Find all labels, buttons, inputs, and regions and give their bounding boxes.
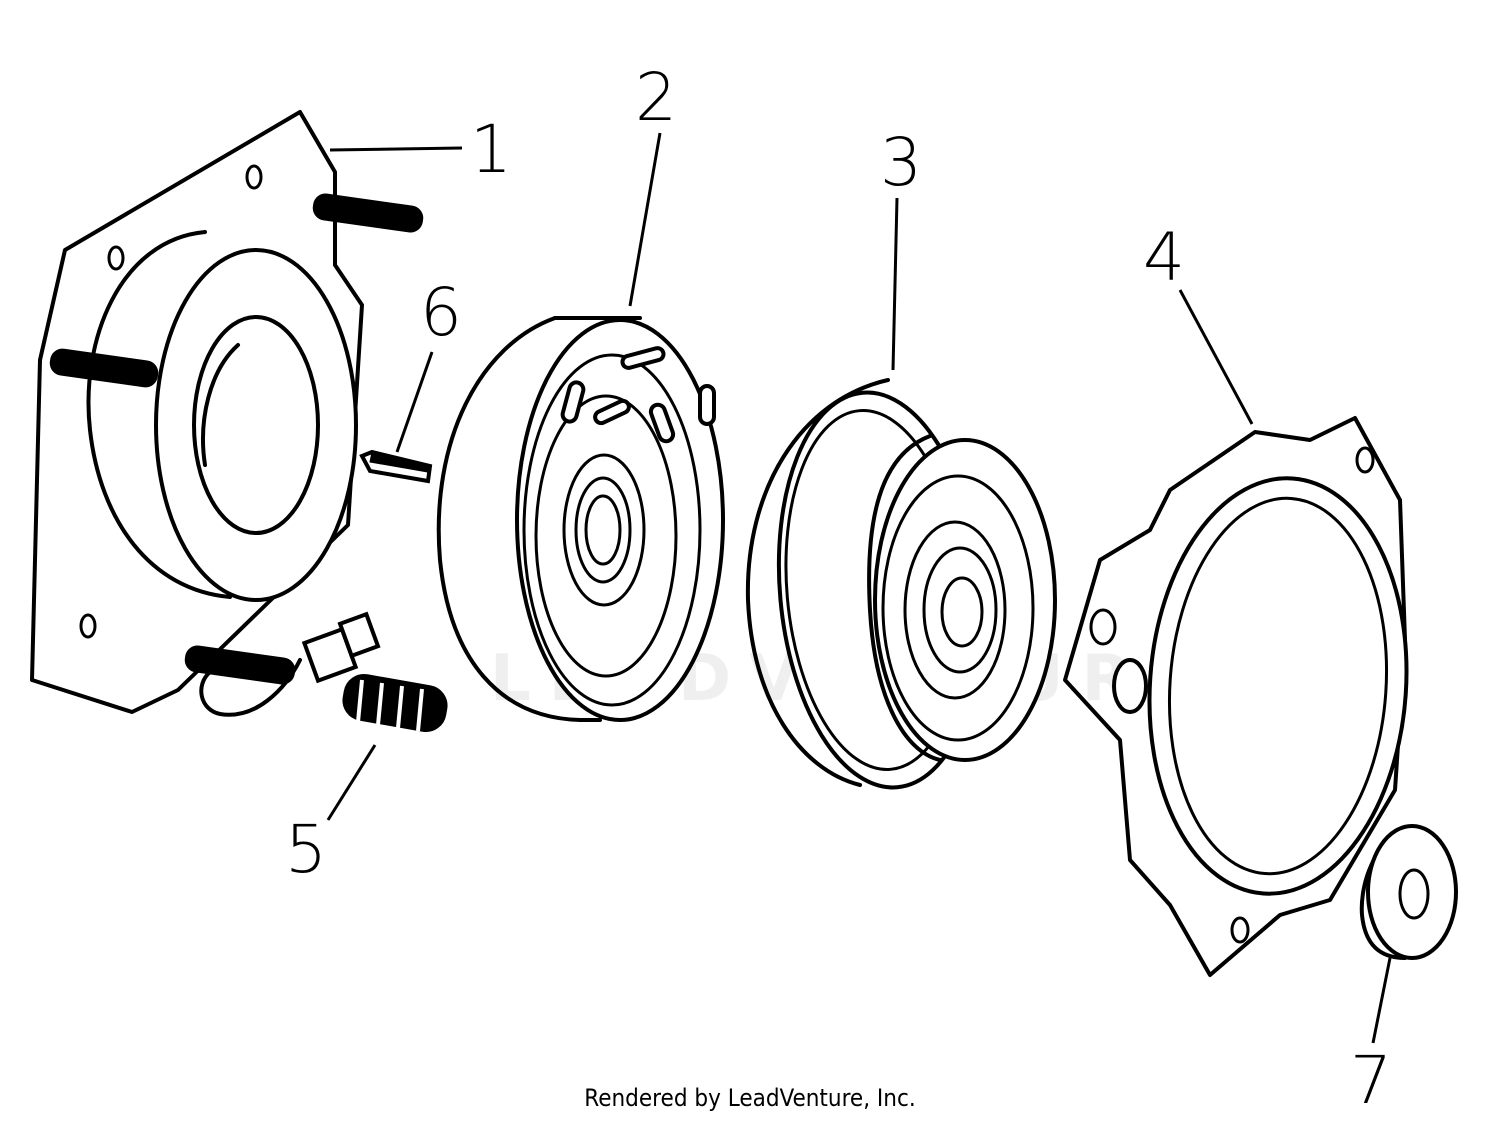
- callout-6: 6: [420, 274, 462, 351]
- part-7-spacer: [1359, 824, 1458, 960]
- part-3-rotor-pulley: [745, 378, 1057, 790]
- part-5-spring: [342, 673, 448, 733]
- callout-3: 3: [880, 124, 922, 201]
- part-6-key: [359, 449, 433, 484]
- callout-2: 2: [635, 59, 677, 136]
- credit-text: Rendered by LeadVenture, Inc.: [584, 1084, 916, 1112]
- callout-5: 5: [285, 811, 327, 888]
- callout-7: 7: [1350, 1042, 1392, 1119]
- part-1-field-plate: [30, 110, 424, 717]
- callout-1: 1: [470, 111, 512, 188]
- callout-4: 4: [1143, 219, 1185, 296]
- part-2-armature: [436, 316, 725, 722]
- callout-leaders: [326, 132, 1392, 1044]
- part-4-housing-bracket: [1063, 416, 1409, 977]
